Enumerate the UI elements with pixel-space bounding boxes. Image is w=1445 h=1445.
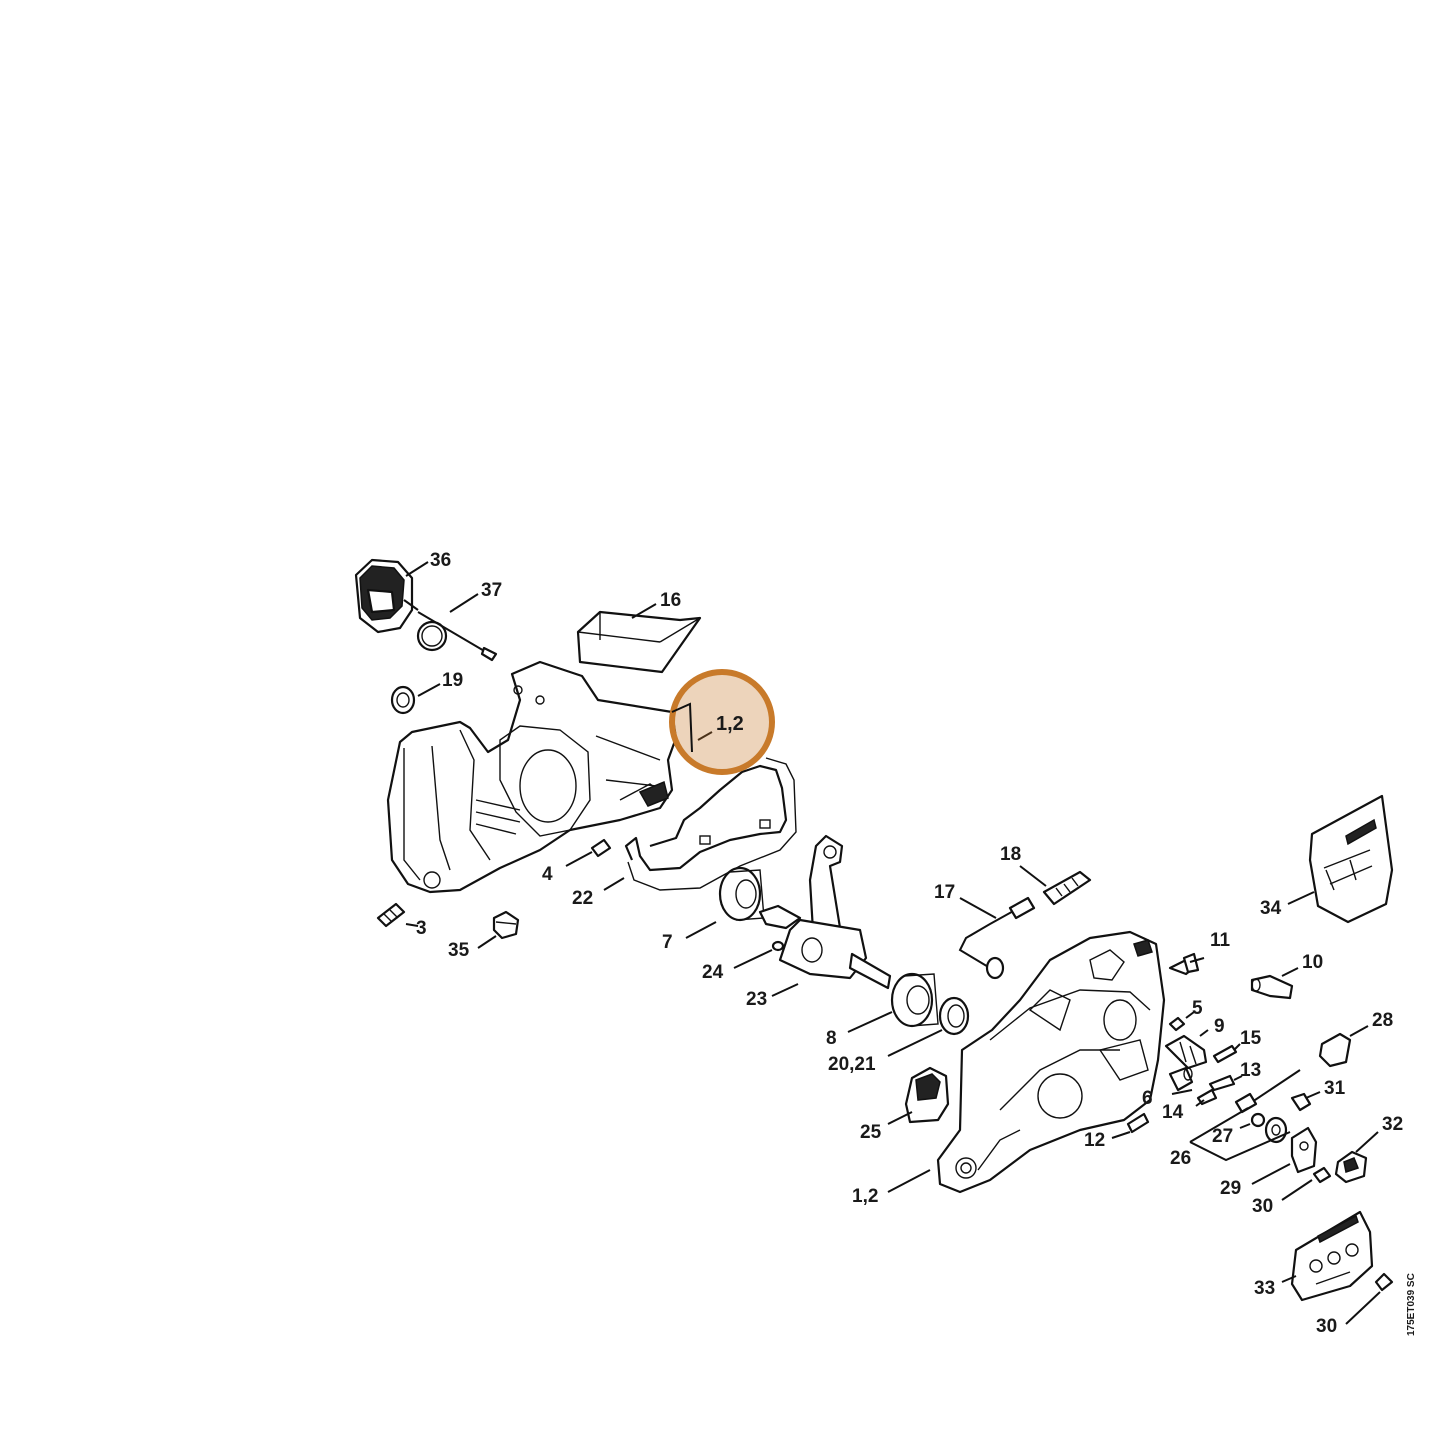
- callout-22[interactable]: 22: [572, 888, 593, 909]
- part-spring-13[interactable]: [1208, 1074, 1236, 1092]
- callout-11[interactable]: 11: [1210, 930, 1231, 951]
- part-bracket[interactable]: [904, 1066, 950, 1124]
- highlighted-part-edge: [671, 702, 693, 753]
- callout-31[interactable]: 31: [1324, 1078, 1346, 1099]
- callout-16[interactable]: 16: [660, 590, 681, 611]
- highlight-label[interactable]: 1,2: [716, 713, 744, 735]
- highlight-ring[interactable]: [669, 669, 775, 775]
- part-oil-pump[interactable]: [354, 558, 419, 634]
- callout-37[interactable]: 37: [481, 580, 502, 601]
- part-crankcase-right[interactable]: [936, 930, 1166, 1194]
- callout-10[interactable]: 10: [1302, 952, 1323, 973]
- part-plug[interactable]: [492, 910, 520, 940]
- part-sleeve-6[interactable]: [1168, 1066, 1194, 1092]
- part-spring-15[interactable]: [1212, 1044, 1238, 1064]
- part-spring-pin[interactable]: [1042, 870, 1092, 906]
- callout-26[interactable]: 26: [1170, 1148, 1191, 1169]
- callout-19[interactable]: 19: [442, 670, 463, 691]
- part-o-ring[interactable]: [416, 611, 498, 662]
- part-clip[interactable]: [1318, 1032, 1352, 1068]
- callout-23[interactable]: 23: [746, 989, 767, 1010]
- part-plate-29[interactable]: [1290, 1126, 1318, 1174]
- callout-5[interactable]: 5: [1192, 998, 1203, 1019]
- callout-36[interactable]: 36: [430, 550, 451, 571]
- callout-17[interactable]: 17: [934, 882, 955, 903]
- callout-9[interactable]: 9: [1214, 1016, 1225, 1037]
- part-key[interactable]: [771, 940, 785, 952]
- callout-24[interactable]: 24: [702, 962, 724, 983]
- part-adjuster-9[interactable]: [1164, 1034, 1208, 1070]
- callout-30-a[interactable]: 30: [1252, 1196, 1273, 1217]
- part-clip-32[interactable]: [1334, 1150, 1368, 1184]
- callout-8[interactable]: 8: [826, 1028, 837, 1049]
- group-bracket-26: [1189, 1107, 1291, 1162]
- part-crankcase-left[interactable]: [386, 660, 678, 894]
- callout-25[interactable]: 25: [860, 1122, 882, 1143]
- callout-20-21[interactable]: 20,21: [828, 1054, 876, 1075]
- callout-30-b[interactable]: 30: [1316, 1316, 1337, 1337]
- part-washer-27[interactable]: [1250, 1112, 1266, 1128]
- part-nut-31[interactable]: [1290, 1092, 1312, 1112]
- callout-35[interactable]: 35: [448, 940, 470, 961]
- part-oil-seal[interactable]: [390, 685, 416, 715]
- part-small-screw-5[interactable]: [1168, 1016, 1186, 1032]
- callout-3[interactable]: 3: [416, 918, 427, 939]
- callout-14[interactable]: 14: [1162, 1102, 1184, 1123]
- callout-33[interactable]: 33: [1254, 1278, 1275, 1299]
- part-shaft-seal[interactable]: [938, 996, 970, 1036]
- callout-labels: 36 37 16 19 4 22 3 35 7 24 23 8 20,21 25…: [416, 550, 1417, 1337]
- part-crankshaft[interactable]: [758, 834, 892, 990]
- part-stud[interactable]: [376, 902, 406, 928]
- part-dowel-pin[interactable]: [590, 838, 612, 858]
- part-ball-bearing-8[interactable]: [890, 972, 939, 1028]
- leader-lines: [405, 561, 1381, 1325]
- part-bar-stud[interactable]: [1250, 974, 1294, 1000]
- callout-34[interactable]: 34: [1260, 898, 1282, 919]
- part-screw-30-upper[interactable]: [1312, 1166, 1332, 1184]
- part-screw-11[interactable]: [1168, 952, 1200, 976]
- part-rod[interactable]: [958, 896, 1036, 980]
- part-gasket[interactable]: [624, 757, 797, 891]
- callout-28[interactable]: 28: [1372, 1010, 1393, 1031]
- part-adjusting-screw[interactable]: [1234, 1069, 1301, 1114]
- callout-7[interactable]: 7: [662, 932, 673, 953]
- callout-29[interactable]: 29: [1220, 1178, 1241, 1199]
- callout-12[interactable]: 12: [1084, 1130, 1105, 1151]
- callout-27[interactable]: 27: [1212, 1126, 1233, 1147]
- callout-6[interactable]: 6: [1142, 1088, 1153, 1109]
- callout-18[interactable]: 18: [1000, 844, 1021, 865]
- callout-32[interactable]: 32: [1382, 1114, 1403, 1135]
- callout-4[interactable]: 4: [542, 864, 553, 885]
- part-ball-bearing-7[interactable]: [718, 866, 765, 922]
- callout-15[interactable]: 15: [1240, 1028, 1262, 1049]
- callout-13[interactable]: 13: [1240, 1060, 1261, 1081]
- part-guide-plate[interactable]: [1290, 1210, 1374, 1302]
- callout-1-2-bottom[interactable]: 1,2: [852, 1186, 878, 1207]
- drawing-code: 175ET039 SC: [1406, 1273, 1417, 1336]
- part-baffle[interactable]: [576, 610, 702, 674]
- part-spring-12[interactable]: [1126, 1112, 1150, 1134]
- part-cover-plate[interactable]: [1308, 794, 1394, 924]
- part-screw-30-lower[interactable]: [1374, 1272, 1394, 1292]
